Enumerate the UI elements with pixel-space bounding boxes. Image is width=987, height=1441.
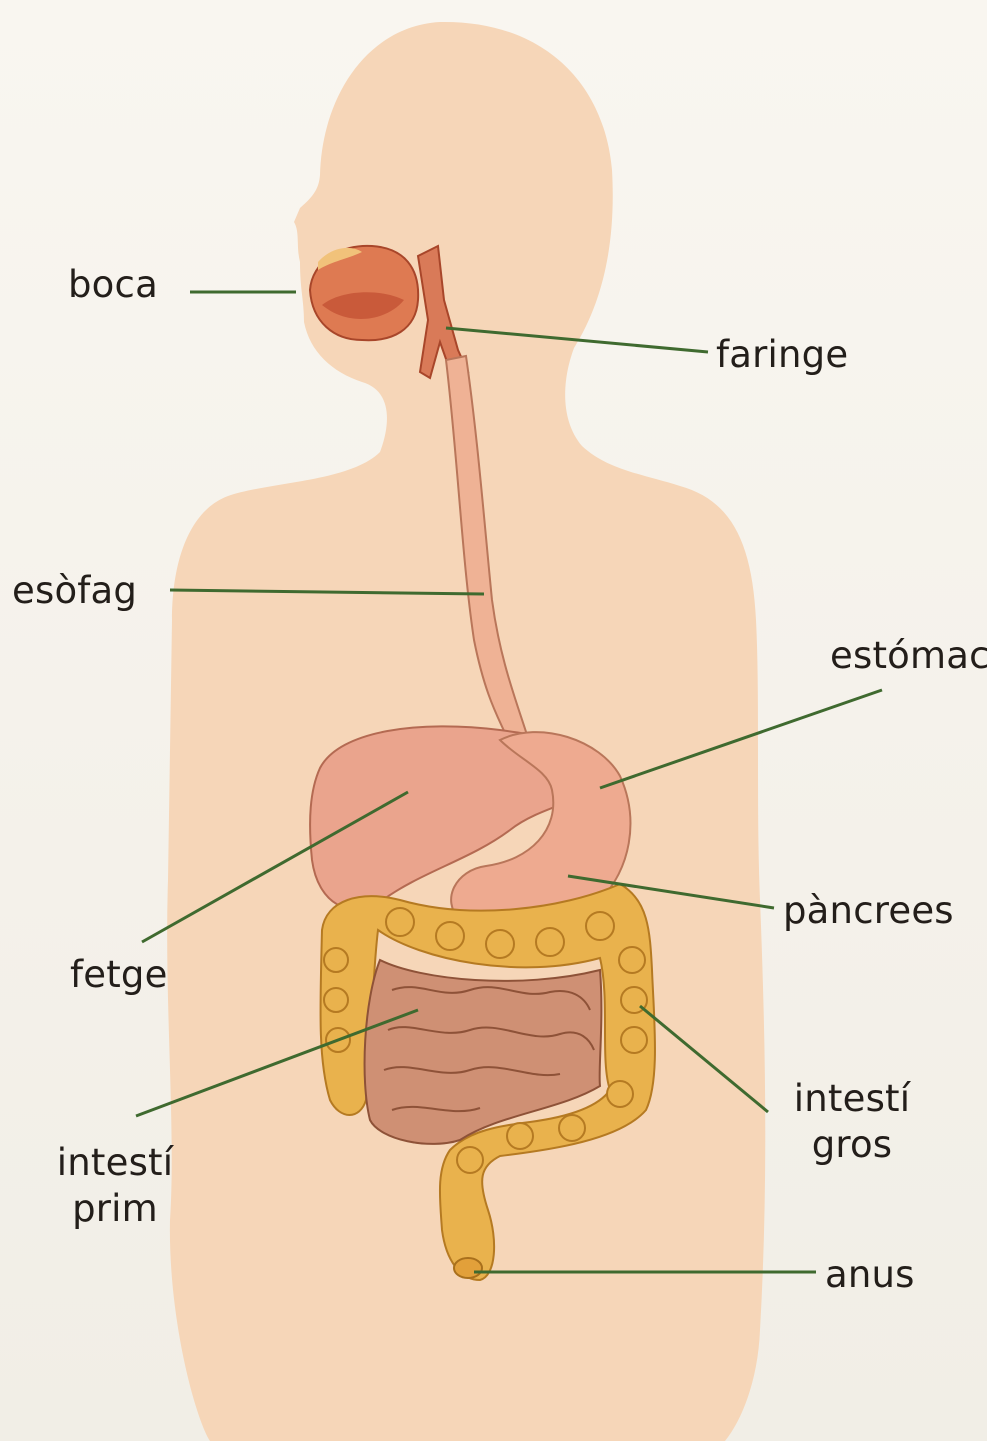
label-faringe: faringe: [716, 332, 848, 378]
anus: [454, 1258, 482, 1278]
label-pancrees: pàncrees: [783, 888, 954, 934]
label-intesti-prim: intestí prim: [45, 1140, 185, 1233]
label-intesti-gros: intestí gros: [782, 1076, 922, 1169]
label-anus: anus: [825, 1252, 915, 1298]
label-estomac: estómac: [830, 633, 987, 679]
label-boca: boca: [68, 262, 158, 308]
label-intesti-prim-line1: intestí: [45, 1140, 185, 1186]
label-fetge: fetge: [70, 952, 168, 998]
label-intesti-gros-line2: gros: [782, 1122, 922, 1168]
label-intesti-prim-line2: prim: [45, 1186, 185, 1232]
label-intesti-gros-line1: intestí: [782, 1076, 922, 1122]
label-esofag: esòfag: [12, 568, 137, 614]
